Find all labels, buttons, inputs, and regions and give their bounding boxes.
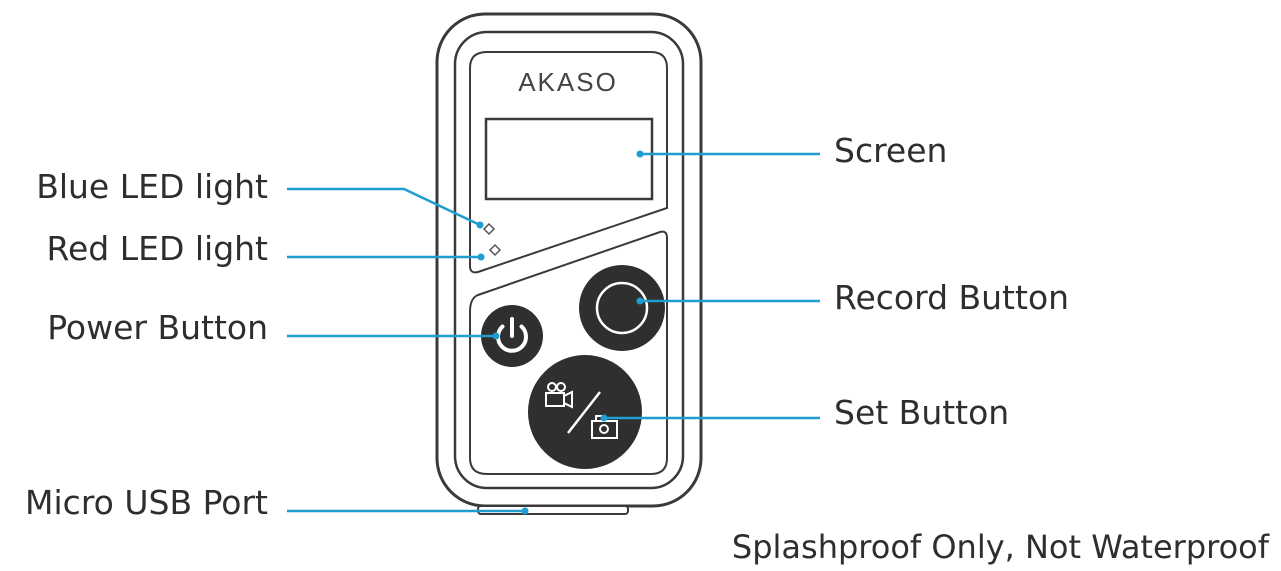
video-camera-icon bbox=[545, 382, 573, 409]
label-screen: Screen bbox=[834, 131, 948, 170]
leader-dot-blue-led bbox=[476, 221, 484, 229]
label-power-button: Power Button bbox=[47, 308, 268, 347]
screen bbox=[484, 117, 654, 201]
record-button[interactable] bbox=[579, 265, 665, 351]
label-blue-led: Blue LED light bbox=[36, 167, 268, 206]
leader-dot-power bbox=[492, 332, 500, 340]
brand-logo: AKASO bbox=[518, 67, 618, 97]
leader-line-blue-led bbox=[287, 187, 481, 227]
power-button[interactable] bbox=[481, 305, 543, 367]
divider-slash bbox=[567, 391, 601, 434]
waterproof-note: Splashproof Only, Not Waterproof bbox=[731, 528, 1269, 566]
leader-dot-set bbox=[600, 414, 608, 422]
label-micro-usb-port: Micro USB Port bbox=[25, 483, 268, 522]
red-led-indicator bbox=[488, 243, 502, 257]
label-red-led: Red LED light bbox=[46, 229, 268, 268]
set-button[interactable] bbox=[528, 355, 642, 469]
label-set-button: Set Button bbox=[834, 393, 1010, 432]
record-ring-icon bbox=[595, 281, 649, 335]
blue-led-indicator bbox=[482, 222, 496, 236]
leader-dot-red-led bbox=[477, 253, 485, 261]
leader-dot-record bbox=[636, 297, 644, 305]
leader-dot-usb bbox=[521, 507, 529, 515]
leader-dot-screen bbox=[636, 150, 644, 158]
label-record-button: Record Button bbox=[834, 278, 1070, 317]
